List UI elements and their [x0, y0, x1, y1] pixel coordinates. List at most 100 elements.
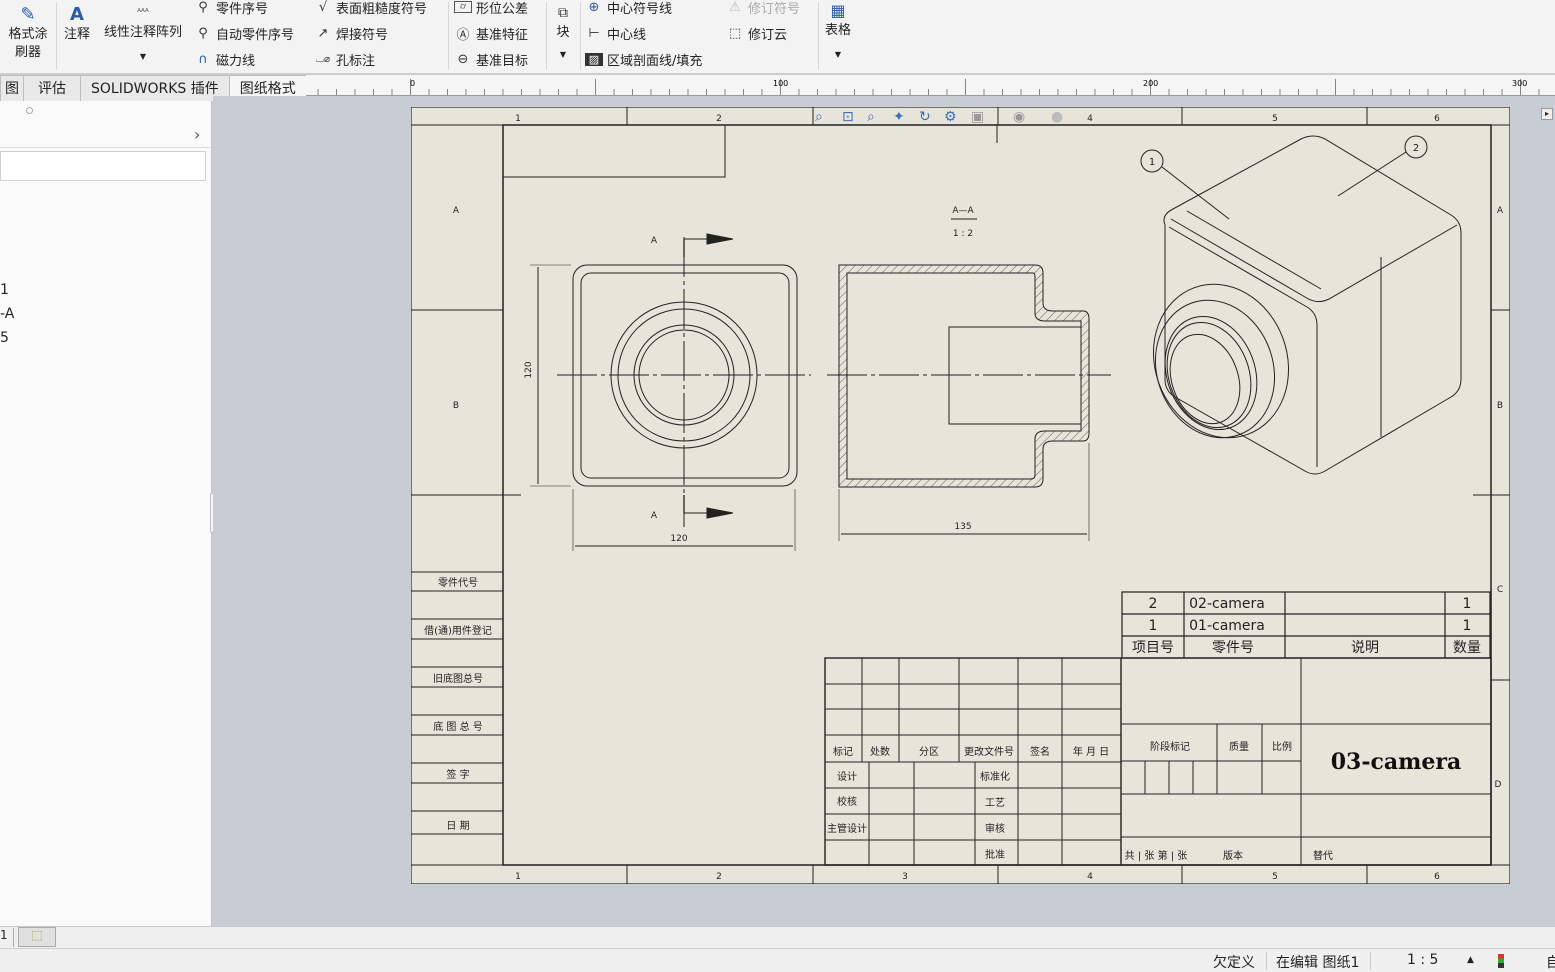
scale-up-icon[interactable]: ▲ — [1467, 955, 1474, 965]
panel-toggle-icon[interactable]: ▸ — [1541, 108, 1553, 120]
auto-balloon-label: 自动零件序号 — [216, 27, 295, 43]
section-view-scale: 1 : 2 — [953, 229, 973, 239]
view-orientation-icon[interactable]: ⚙ — [944, 109, 957, 125]
geometric-tolerance-button[interactable]: ⌭形位公差 — [454, 0, 528, 18]
centerline-button[interactable]: ⊢中心线 — [585, 22, 646, 44]
centerline-label: 中心线 — [607, 27, 647, 43]
linear-note-pattern-button[interactable]: ᴬᴬᴬ 线性注释阵列 ▼ — [98, 2, 188, 66]
pan-icon[interactable]: ✦ — [893, 109, 905, 125]
add-sheet-icon[interactable]: ⬚ — [18, 927, 56, 947]
bom-cell[interactable]: 01-camera — [1189, 618, 1265, 634]
dropdown-arrow-icon[interactable]: ▼ — [139, 52, 147, 61]
custom-units[interactable]: 自 — [1546, 955, 1555, 971]
block-label: 块 — [556, 25, 570, 40]
section-view[interactable] — [827, 264, 1111, 541]
display-style-icon[interactable]: ▣ — [971, 109, 984, 125]
auto-balloon-button[interactable]: ⚲自动零件序号 — [194, 22, 294, 44]
format-painter-label: 格式涂 刷器 — [8, 27, 48, 60]
dimension-width[interactable]: 120 — [670, 534, 687, 544]
isometric-view[interactable] — [1132, 135, 1462, 475]
revision-symbol-button[interactable]: ⚠修订符号 — [726, 0, 800, 18]
zone-label: 1 — [515, 114, 521, 124]
tree-item[interactable]: 5 — [0, 330, 9, 346]
hide-show-icon[interactable]: ◉ — [1013, 109, 1025, 125]
magnetic-line-button[interactable]: ∩磁力线 — [194, 48, 255, 70]
bom-header[interactable]: 项目号 — [1132, 640, 1174, 656]
filter-input[interactable] — [0, 151, 206, 181]
weld-icon: ↗ — [317, 25, 329, 41]
surface-finish-button[interactable]: √表面粗糙度符号 — [314, 0, 427, 18]
zone-label: D — [1495, 780, 1502, 790]
dropdown-arrow-icon[interactable]: ▼ — [559, 50, 567, 59]
center-mark-label: 中心符号线 — [607, 1, 673, 17]
ruler-ticks: 0 100 200 300 — [317, 79, 1540, 95]
dimension-height[interactable]: 120 — [524, 361, 534, 378]
bom-cell[interactable]: 1 — [1149, 618, 1158, 634]
zone-label: 4 — [1087, 114, 1093, 124]
role-label: 标准化 — [980, 770, 1010, 783]
replace-label: 替代 — [1313, 849, 1333, 862]
datum-feature-button[interactable]: Ⓐ 基准特征 — [454, 22, 528, 44]
tab-solidworks-addins[interactable]: SOLIDWORKS 插件 — [80, 75, 230, 101]
section-view-label[interactable]: A—A — [952, 206, 974, 216]
weld-symbol-button[interactable]: ↗焊接符号 — [314, 22, 388, 44]
block-icon: ⧉ — [558, 5, 568, 21]
rebuild-indicator-icon[interactable] — [1498, 954, 1504, 968]
status-bar: 欠定义 在编辑 图纸1 1 : 5 ▲ 自 — [0, 948, 1555, 972]
table-button[interactable]: ▦ 表格 ▼ — [821, 0, 855, 64]
bom-cell[interactable]: 02-camera — [1189, 596, 1265, 612]
center-mark-icon: ⊕ — [588, 0, 600, 15]
datum-target-button[interactable]: ⊖基准目标 — [454, 48, 528, 70]
bom-header[interactable]: 说明 — [1351, 640, 1379, 656]
datum-feature-label: 基准特征 — [476, 27, 529, 43]
tree-item[interactable]: -A — [0, 306, 15, 322]
center-mark-button[interactable]: ⊕ 中心符号线 — [585, 0, 672, 18]
note-button[interactable]: A 注释 — [60, 4, 94, 44]
bom-cell[interactable]: 1 — [1463, 618, 1472, 634]
hole-callout-icon: ⌴⌀ — [315, 53, 331, 65]
sign-block-label: 日 期 — [446, 820, 469, 832]
view-toolbar[interactable]: ⌕ ⊡ ⌕ ✦ ↻ ⚙ ▣ ◉ ● — [815, 109, 1063, 125]
pane-header-row[interactable] — [0, 122, 210, 148]
hole-callout-button[interactable]: ⌴⌀ 孔标注 — [314, 48, 375, 70]
zoom-previous-icon[interactable]: ⌕ — [867, 109, 875, 125]
rotate-icon[interactable]: ↻ — [919, 109, 931, 125]
zone-label: 6 — [1434, 872, 1440, 882]
sign-block-label: 底 图 总 号 — [433, 720, 483, 733]
revision-header: 更改文件号 — [964, 745, 1014, 758]
balloon-button[interactable]: ⚲零件序号 — [194, 0, 268, 18]
datum-feature-icon: Ⓐ — [456, 27, 470, 43]
title-block[interactable] — [824, 657, 1492, 866]
sheet-tab[interactable]: 1 — [0, 928, 14, 947]
hole-callout-label: 孔标注 — [336, 53, 376, 69]
bom-cell[interactable]: 2 — [1149, 596, 1158, 612]
balloon-1[interactable]: 1 — [1140, 149, 1164, 173]
revision-header: 分区 — [919, 746, 939, 758]
balloon-2[interactable]: 2 — [1404, 135, 1428, 159]
zoom-area-icon[interactable]: ⊡ — [842, 109, 854, 125]
block-button[interactable]: ⧉ 块 ▼ — [550, 2, 576, 64]
chevron-right-icon[interactable]: › — [194, 125, 201, 144]
sheet-scale[interactable]: 1 : 5 — [1407, 952, 1439, 968]
revision-cloud-button[interactable]: ⬚修订云 — [726, 22, 787, 44]
surface-finish-icon: √ — [318, 0, 328, 15]
zoom-to-fit-icon[interactable]: ⌕ — [815, 109, 823, 125]
area-hatch-button[interactable]: ▨区域剖面线/填充 — [585, 48, 702, 70]
tree-item[interactable]: 1 — [0, 282, 9, 298]
dimension-length[interactable]: 135 — [954, 522, 971, 532]
tab-evaluate[interactable]: 评估 — [23, 75, 81, 101]
drawing-sheet[interactable]: 1 2 4 5 6 1 2 3 4 5 6 A B A B C D ⌕ ⊡ ⌕ … — [411, 107, 1510, 884]
mass-label: 质量 — [1229, 741, 1249, 753]
appearance-icon[interactable]: ● — [1051, 109, 1063, 125]
drawing-name[interactable]: 03-camera — [1331, 749, 1462, 775]
dropdown-arrow-icon[interactable]: ▼ — [834, 50, 842, 59]
bom-header[interactable]: 零件号 — [1212, 640, 1254, 656]
zone-label: 1 — [515, 872, 521, 882]
bom-header[interactable]: 数量 — [1453, 640, 1481, 656]
tab-view[interactable]: 图 — [0, 75, 24, 101]
front-view[interactable] — [530, 233, 811, 551]
definition-status: 欠定义 — [1213, 955, 1255, 971]
sign-block-label: 零件代号 — [438, 577, 478, 589]
format-painter-button[interactable]: ✎ 格式涂 刷器 — [5, 4, 51, 62]
bom-cell[interactable]: 1 — [1463, 596, 1472, 612]
